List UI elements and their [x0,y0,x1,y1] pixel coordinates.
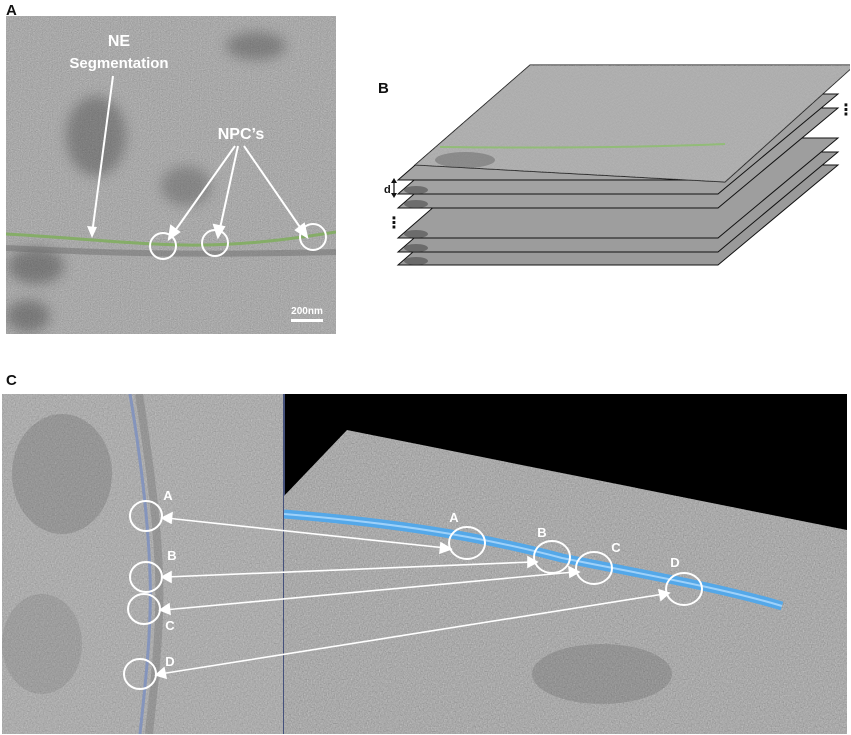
orthoslice-left [2,394,284,734]
correspondence-arrows [154,511,671,680]
layer-edge-blobs [404,186,428,265]
ne-label-line1: NE [108,33,131,50]
npc-circle-3 [299,223,327,251]
pore-label-right-a: A [449,510,459,525]
ne-arrow [91,75,114,235]
pore-label-left-b: B [167,548,176,563]
pore-label-right-c: C [611,540,621,555]
panel-b-figure: d ⋮ ⋮ [384,64,850,266]
panel-a-letter: A [6,2,17,19]
pore-circle-right-d [665,572,703,606]
pore-label-left-c: C [165,618,175,633]
npc-circle-2 [201,229,229,257]
pore-label-right-d: D [670,555,679,570]
ne-membrane-green-b [439,143,726,149]
pore-label-right-b: B [537,525,546,540]
ne-membrane-left [128,394,152,734]
stack-ellipsis-right: ⋮ [838,102,850,119]
ne-label-line2: Segmentation [69,55,168,72]
panel-a-figure: NE Segmentation NPC’s 200nm [6,16,336,334]
pore-label-left-d: D [165,654,174,669]
render-3d-slab [284,430,847,734]
ne-membrane-green [6,230,336,247]
pore-circle-left-c [127,593,161,625]
pore-circle-right-b [533,540,571,574]
npc-label: NPC’s [218,126,265,143]
pore-circle-left-a [129,500,163,532]
npc-circle-1 [149,232,177,260]
panel-c-letter: C [6,372,17,389]
pore-label-left-a: A [163,488,173,503]
pore-circles-right [448,526,703,606]
pore-circle-right-a [448,526,486,560]
scale-bar [291,319,323,322]
d-spacing-label: d [384,184,391,196]
panel-c-figure: A B C D A B C D [2,394,847,734]
dark-organelles-a [6,32,286,332]
pore-circle-right-c [575,551,613,585]
stack-ellipsis-left: ⋮ [386,215,402,232]
scale-bar-label: 200nm [291,306,323,317]
panel-b-letter: B [378,80,389,97]
